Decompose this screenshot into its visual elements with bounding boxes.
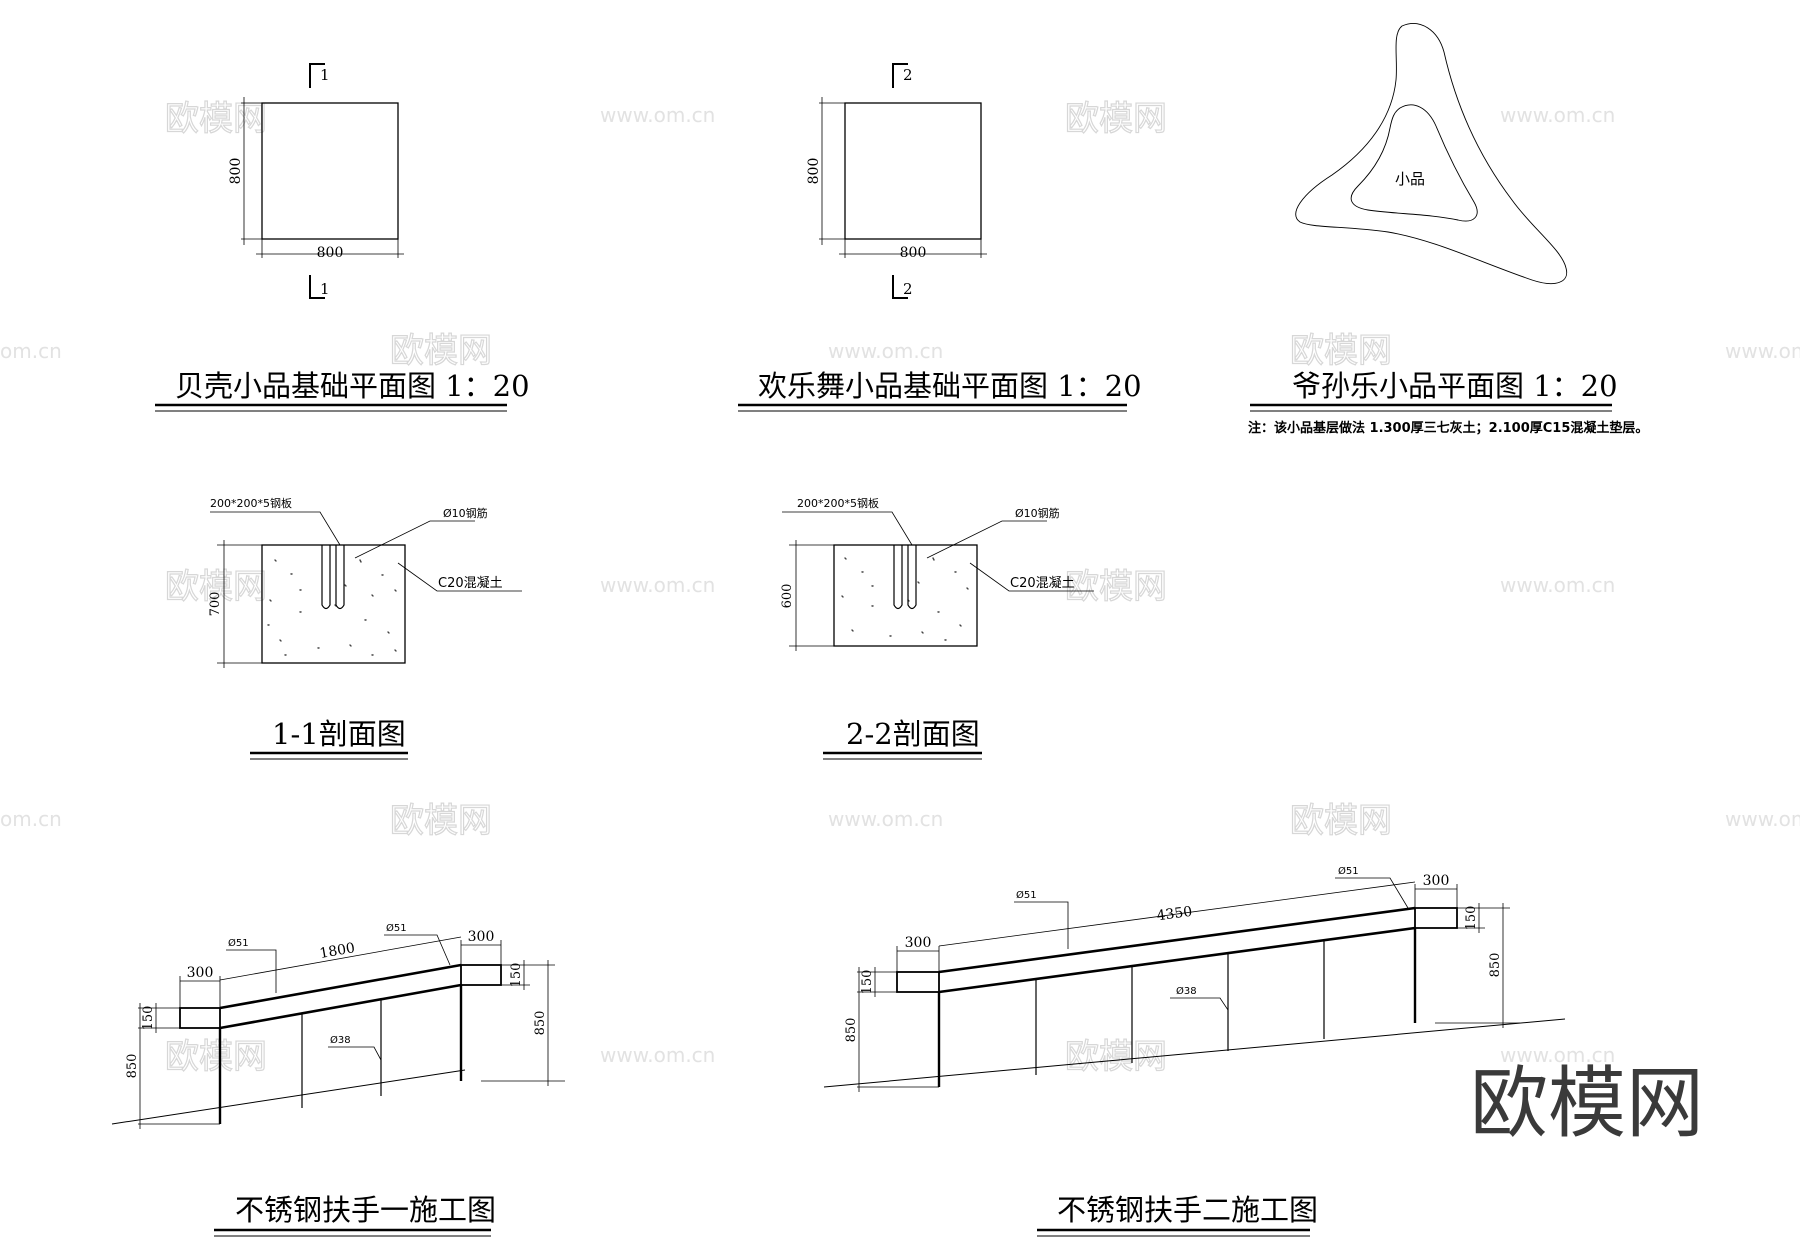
- sculpture-inner-outline: [1350, 104, 1478, 222]
- dim-end-right: 300: [468, 929, 495, 945]
- watermark-url: om.cn: [0, 807, 62, 831]
- watermark-brand: 欧模网: [1290, 331, 1392, 371]
- rebar-label: Ø10钢筋: [1015, 506, 1060, 520]
- pipe-top-label: Ø51: [386, 922, 407, 934]
- pipe-top-label: Ø51: [228, 937, 249, 949]
- watermark-url: www.om.cn: [600, 1043, 715, 1067]
- dim-height-label: 600: [780, 584, 795, 609]
- pipe-top-label: Ø51: [1016, 889, 1037, 901]
- rebar: [907, 545, 917, 610]
- section-title: 2-2剖面图: [846, 717, 980, 751]
- dim-h150-right: 150: [509, 963, 524, 988]
- concrete-label: C20混凝土: [1010, 575, 1075, 591]
- dim-h850-left: 850: [125, 1054, 140, 1079]
- dim-height-label: 800: [228, 158, 244, 185]
- dim-rail-length: 1800: [318, 940, 356, 962]
- plate-label: 200*200*5钢板: [210, 496, 292, 510]
- watermark-url: www.om.cn: [1725, 339, 1800, 363]
- dim-rail-length: 4350: [1156, 904, 1193, 925]
- plate-label: 200*200*5钢板: [797, 496, 879, 510]
- watermark-brand: 欧模网: [1290, 801, 1392, 841]
- dim-h150-right: 150: [1464, 906, 1479, 931]
- section-mark-label: 2: [903, 66, 913, 84]
- concrete-block: [261, 544, 406, 664]
- watermark-brand: 欧模网: [390, 801, 492, 841]
- sculpture-label: 小品: [1395, 170, 1425, 188]
- post-label: Ø38: [1176, 985, 1197, 997]
- handrail-2: [823, 877, 1566, 1092]
- post-label: Ø38: [330, 1034, 351, 1046]
- footing-outline: [844, 102, 982, 240]
- ground-line: [823, 1018, 1566, 1088]
- watermark-url: www.om.cn: [1500, 1043, 1615, 1067]
- rebar-label: Ø10钢筋: [443, 506, 488, 520]
- handrail-title: 不锈钢扶手二施工图: [1057, 1193, 1318, 1227]
- watermark-url: www.om.cn: [1500, 103, 1615, 127]
- watermark-brand: 欧模网: [1065, 99, 1167, 139]
- section-1-1: [210, 511, 522, 668]
- dim-width-label: 800: [900, 245, 927, 261]
- watermark-url: om.cn: [0, 339, 62, 363]
- construction-note: 注：该小品基层做法 1.300厚三七灰土；2.100厚C15混凝土垫层。: [1248, 420, 1648, 436]
- watermark-url: www.om.cn: [600, 103, 715, 127]
- top-rail: [938, 906, 1416, 974]
- top-rail: [219, 983, 462, 1030]
- dim-h850-left: 850: [844, 1018, 859, 1043]
- handrail-title: 不锈钢扶手一施工图: [235, 1193, 496, 1227]
- dim-height-label: 800: [806, 158, 822, 185]
- watermark-url: www.om.cn: [1500, 573, 1615, 597]
- watermark-brand: 欧模网: [165, 99, 267, 139]
- watermark-layer: 欧模网 www.om.cn 欧模网 www.om.cn om.cn 欧模网 ww…: [0, 98, 1800, 1149]
- ground-line: [111, 1069, 466, 1125]
- watermark-url: www.om.cn: [828, 339, 943, 363]
- top-rail: [219, 963, 462, 1010]
- plan-title: 贝壳小品基础平面图 1：20: [175, 369, 530, 403]
- rail-end-left: [179, 1007, 221, 1029]
- rebar: [321, 545, 331, 610]
- plan-3: [1295, 23, 1568, 284]
- plan-1: [241, 63, 404, 299]
- plan-title: 爷孙乐小品平面图 1：20: [1292, 369, 1618, 403]
- section-title: 1-1剖面图: [272, 717, 406, 751]
- section-mark-label: 1: [320, 66, 330, 84]
- footing-outline: [261, 102, 399, 240]
- section-2-2: [782, 511, 1094, 651]
- rebar: [893, 545, 903, 610]
- rail-end-left: [896, 971, 940, 993]
- watermark-brand: 欧模网: [165, 567, 267, 607]
- watermark-brand: 欧模网: [165, 1037, 267, 1077]
- concrete-label: C20混凝土: [438, 575, 503, 591]
- watermark-url: www.om.cn: [1725, 807, 1800, 831]
- dim-end-left: 300: [905, 935, 932, 951]
- plan-2: [819, 63, 987, 299]
- top-rail: [938, 926, 1416, 994]
- dim-h850-right: 850: [1488, 953, 1503, 978]
- handrail-1: [111, 934, 565, 1129]
- concrete-hatch: [841, 557, 969, 641]
- dim-width-label: 800: [317, 245, 344, 261]
- watermark-url: www.om.cn: [828, 807, 943, 831]
- concrete-block: [833, 544, 978, 647]
- rebar: [335, 545, 345, 610]
- dim-h150-left: 150: [860, 970, 875, 995]
- dim-end-left: 300: [187, 965, 214, 981]
- section-mark-label: 2: [903, 280, 913, 298]
- plan-title: 欢乐舞小品基础平面图 1：20: [758, 369, 1142, 403]
- watermark-brand: 欧模网: [390, 331, 492, 371]
- watermark-logo: 欧模网: [1470, 1059, 1704, 1149]
- watermark-brand: 欧模网: [1065, 567, 1167, 607]
- watermark-url: www.om.cn: [600, 573, 715, 597]
- dim-h850-right: 850: [533, 1011, 548, 1036]
- dim-h150-left: 150: [141, 1006, 156, 1031]
- rail-end-right: [1414, 907, 1458, 929]
- dim-end-right: 300: [1423, 873, 1450, 889]
- pipe-top-label: Ø51: [1338, 865, 1359, 877]
- dim-height-label: 700: [208, 592, 223, 617]
- concrete-hatch: [267, 559, 397, 656]
- rail-end-right: [460, 964, 502, 986]
- section-mark-label: 1: [320, 280, 330, 298]
- sculpture-outline: [1295, 23, 1568, 284]
